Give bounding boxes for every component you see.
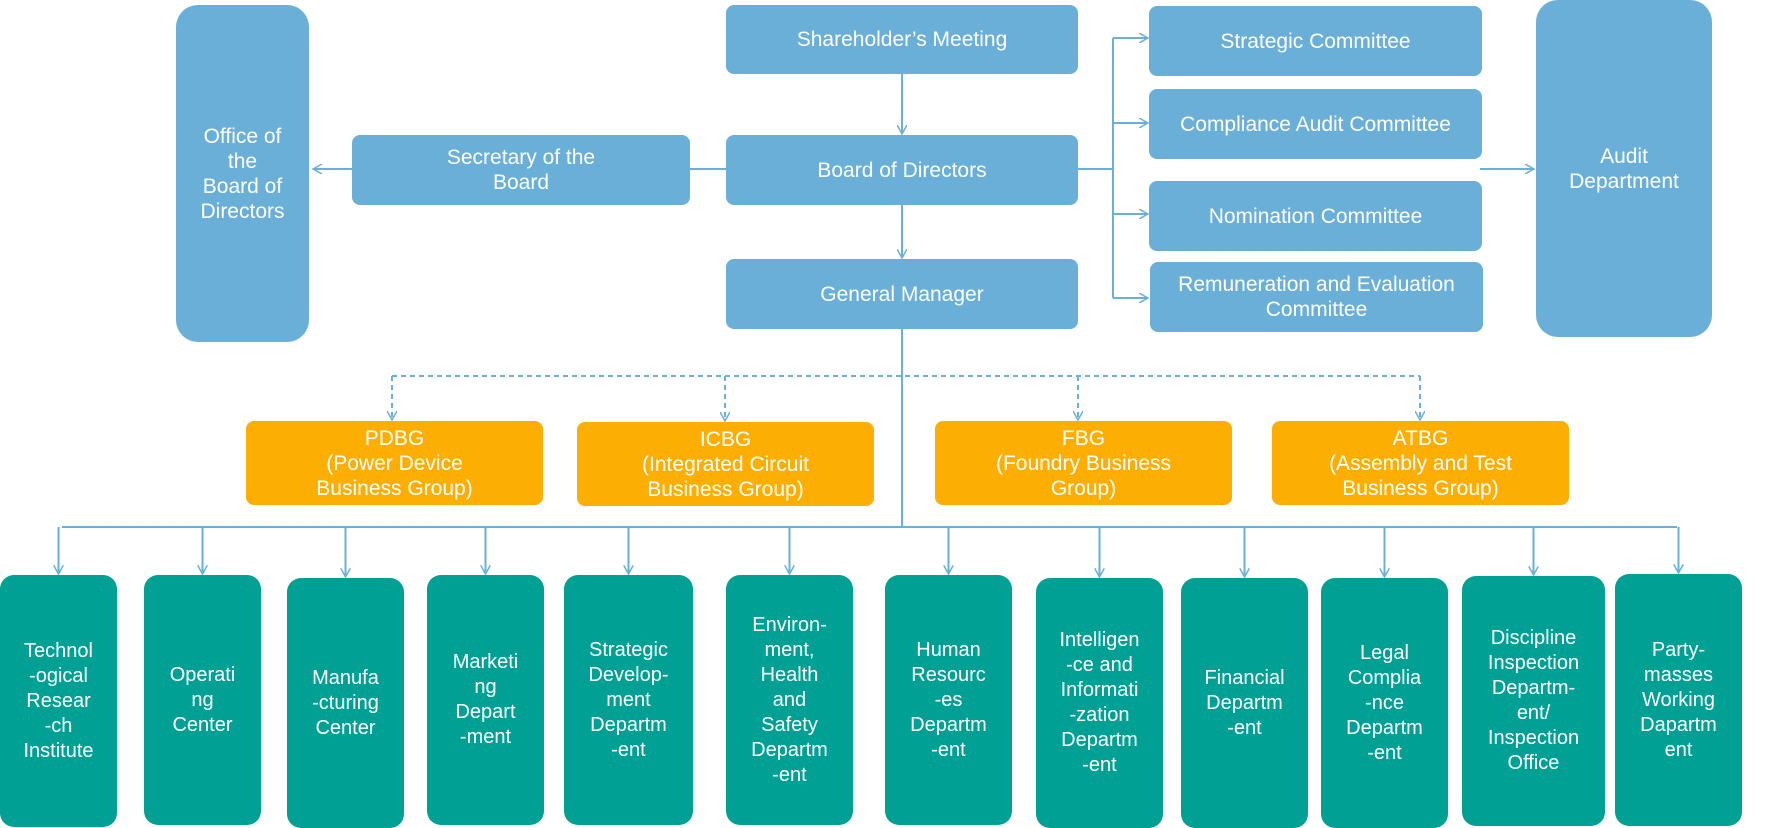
committee-compliance-audit: Compliance Audit Committee — [1149, 89, 1482, 159]
dept-intelligence-informatization-department: Intelligen -ce and Informati -zation Dep… — [1036, 578, 1163, 828]
dept-discipline-inspection-department: Discipline Inspection Departm- ent/ Insp… — [1462, 576, 1605, 826]
committee-nomination: Nomination Committee — [1149, 181, 1482, 251]
dept-environment-health-safety-department: Environ- ment, Health and Safety Departm… — [726, 575, 853, 825]
dept-operating-center: Operati ng Center — [144, 575, 261, 825]
dept-manufacturing-center: Manufa -cturing Center — [287, 578, 404, 828]
office-of-the-board-box: Office of the Board of Directors — [176, 5, 309, 342]
department-arrows — [59, 527, 1679, 577]
business-group-icbg: ICBG (Integrated Circuit Business Group) — [577, 422, 874, 506]
dept-strategic-development-department: Strategic Develop- ment Departm -ent — [564, 575, 693, 825]
committee-strategic: Strategic Committee — [1149, 6, 1482, 76]
business-group-fbg: FBG (Foundry Business Group) — [935, 421, 1232, 505]
business-group-atbg: ATBG (Assembly and Test Business Group) — [1272, 421, 1569, 505]
shareholders-meeting-box: Shareholder’s Meeting — [726, 5, 1078, 74]
audit-department-box: Audit Department — [1536, 0, 1712, 337]
committee-remuneration-evaluation: Remuneration and Evaluation Committee — [1150, 262, 1483, 332]
secretary-of-the-board-box: Secretary of the Board — [352, 135, 690, 205]
dept-financial-department: Financial Departm -ent — [1181, 578, 1308, 828]
dept-human-resources-department: Human Resourc -es Departm -ent — [885, 575, 1012, 825]
dept-technological-research-institute: Technol -ogical Resear -ch Institute — [0, 575, 117, 827]
dept-marketing-department: Marketi ng Depart -ment — [427, 575, 544, 825]
board-of-directors-box: Board of Directors — [726, 135, 1078, 205]
general-manager-box: General Manager — [726, 259, 1078, 329]
business-group-pdbg: PDBG (Power Device Business Group) — [246, 421, 543, 505]
dept-party-masses-working-department: Party- masses Working Dapartm ent — [1615, 574, 1742, 826]
dept-legal-compliance-department: Legal Complia -nce Departm -ent — [1321, 578, 1448, 828]
